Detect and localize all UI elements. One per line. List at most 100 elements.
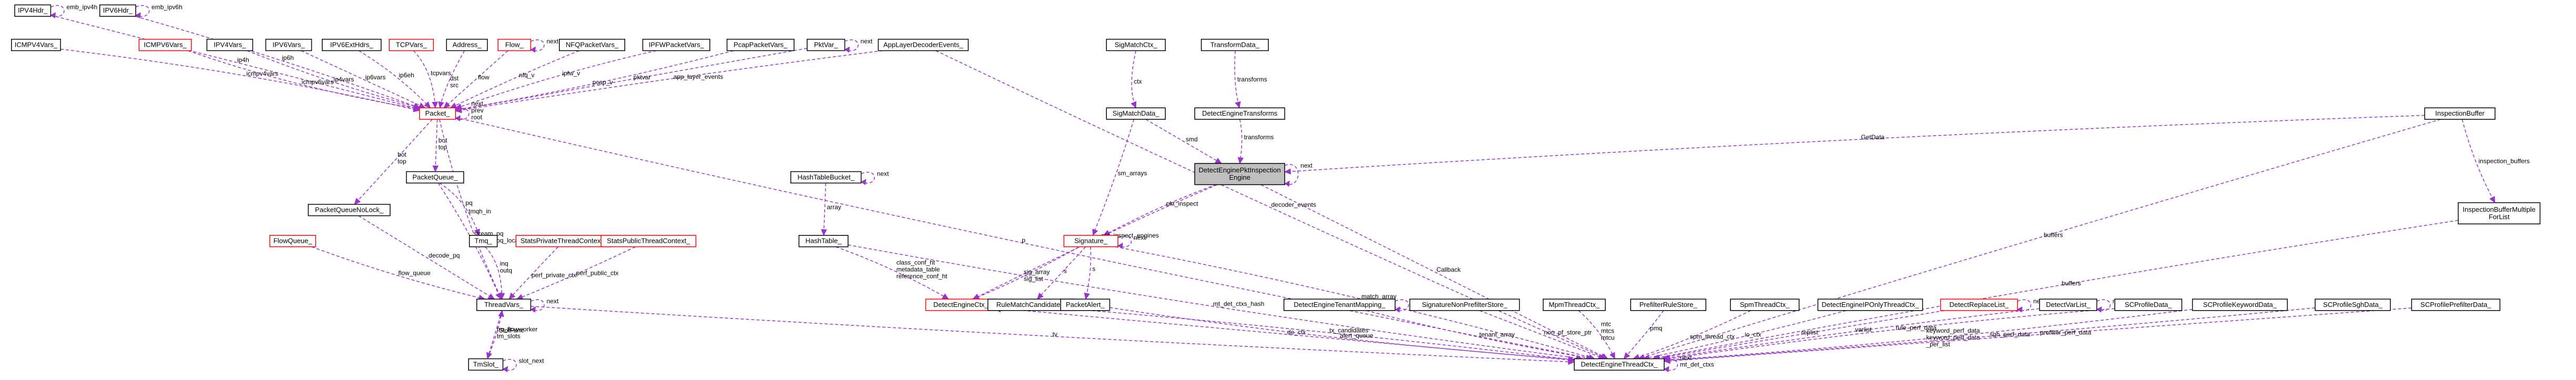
node-pcappacketvars[interactable]: PcapPacketVars_ xyxy=(726,38,795,52)
node-signonprefilter[interactable]: SignatureNonPrefilterStore_ xyxy=(1409,299,1520,311)
node-ipv4hdr[interactable]: IPV4Hdr_ xyxy=(14,4,52,17)
node-transformdata[interactable]: TransformData_ xyxy=(1200,38,1269,52)
node-nfqpacketvars[interactable]: NFQPacketVars_ xyxy=(559,38,625,52)
edge-signature-to-rulematch: s xyxy=(1036,247,1086,300)
node-applayer[interactable]: AppLayerDecoderEvents_ xyxy=(878,38,969,52)
node-hashtablebucket[interactable]: HashTableBucket_ xyxy=(790,171,862,184)
edge-scprofileprefilter-to-threadctx: prefilter_perf_data xyxy=(1663,307,2412,364)
node-varlist[interactable]: DetectVarList_ xyxy=(2039,299,2098,311)
edge-label: replist xyxy=(1801,329,1819,336)
node-rulematch[interactable]: RuleMatchCandidateTx xyxy=(987,299,1077,311)
edge-ipv4vars-to-packet: ip4vars xyxy=(247,50,421,109)
node-icmpv6vars[interactable]: ICMPV6Vars_ xyxy=(138,38,192,52)
node-label: DetectVarList_ xyxy=(2046,301,2091,309)
node-prefilterrulestore[interactable]: PrefilterRuleStore_ xyxy=(1630,299,1706,311)
node-tmq[interactable]: Tmq_ xyxy=(469,235,498,248)
node-label: IPV6ExtHdrs_ xyxy=(330,41,373,49)
node-label: IPV6Hdr_ xyxy=(103,6,133,14)
node-packetalert[interactable]: PacketAlert_ xyxy=(1060,299,1111,311)
node-label: SigMatchCtx_ xyxy=(1115,41,1158,49)
node-mpmthreadctx[interactable]: MpmThreadCtx_ xyxy=(1542,299,1606,311)
node-ipv6vars[interactable]: IPV6Vars_ xyxy=(265,38,312,52)
node-detectenginectx[interactable]: DetectEngineCtx_ xyxy=(925,299,997,311)
node-pktvar[interactable]: PktVar_ xyxy=(807,38,846,52)
node-tcpvars[interactable]: TCPVars_ xyxy=(389,38,434,52)
edge-label: transforms xyxy=(1237,76,1267,83)
edge-sigmatchdata-to-pktinspect: smd xyxy=(1145,119,1223,164)
edge-label: ip4vars xyxy=(334,76,354,83)
node-scprofiledata[interactable]: SCProfileData_ xyxy=(2114,299,2183,311)
node-threadvars[interactable]: ThreadVars_ xyxy=(476,299,532,311)
edge-label: prefilter_perf_data xyxy=(2040,329,2092,336)
node-signature[interactable]: Signature_ xyxy=(1063,235,1118,248)
node-sigmatchdata[interactable]: SigMatchData_ xyxy=(1106,107,1166,120)
node-label: SCProfileSghData_ xyxy=(2323,301,2382,309)
node-label: NFQPacketVars_ xyxy=(566,41,619,49)
node-label: HashTableBucket_ xyxy=(798,173,855,181)
edge-label: ipfw_v xyxy=(562,69,580,77)
edge-label: mt_det_ctxs_hash xyxy=(1213,300,1264,307)
node-ipfwpacketvars[interactable]: IPFWPacketVars_ xyxy=(642,38,710,52)
node-address[interactable]: Address_ xyxy=(446,38,488,52)
edge-label: pcap_v xyxy=(593,79,613,86)
node-hashtable[interactable]: HashTable_ xyxy=(798,235,849,248)
node-scprofilekeyword[interactable]: SCProfileKeywordData_ xyxy=(2192,299,2288,311)
edge-label: icmpv4vars xyxy=(246,70,278,77)
edge-threadvars-to-threadvars: next xyxy=(530,297,559,313)
node-ipv4vars[interactable]: IPV4Vars_ xyxy=(206,38,253,52)
node-tmslot[interactable]: TmSlot_ xyxy=(468,358,504,371)
node-sigmatchctx[interactable]: SigMatchCtx_ xyxy=(1106,38,1166,52)
edge-label: ctx xyxy=(1134,78,1142,85)
edge-label: tx_candidates xyxy=(1329,327,1368,334)
edge-signature-to-signature: next xyxy=(1117,234,1146,249)
node-scprofilesgh[interactable]: SCProfileSghData_ xyxy=(2315,299,2391,311)
node-statsprivate[interactable]: StatsPrivateThreadContext_ xyxy=(515,235,612,248)
node-tenantmapping[interactable]: DetectEngineTenantMapping_ xyxy=(1283,299,1396,311)
node-spmthreadctx[interactable]: SpmThreadCtx_ xyxy=(1730,299,1800,311)
node-label: StatsPublicThreadContext_ xyxy=(607,237,690,245)
node-ipv6exthdrs[interactable]: IPV6ExtHdrs_ xyxy=(322,38,382,52)
node-packet[interactable]: Packet_ xyxy=(419,107,456,120)
node-label: RuleMatchCandidateTx xyxy=(996,301,1068,309)
node-label: DetectEngineThreadCtx_ xyxy=(1581,360,1658,368)
edge-packetalert-to-threadctx: alert_queue xyxy=(1109,307,1575,362)
node-label: Signature_ xyxy=(1074,237,1108,245)
edge-label: app_layer_events xyxy=(674,73,724,80)
node-label: PrefilterRuleStore_ xyxy=(1640,301,1698,309)
node-packetqueue[interactable]: PacketQueue_ xyxy=(406,171,464,184)
node-ipv6hdr[interactable]: IPV6Hdr_ xyxy=(99,4,136,17)
node-icmpv4vars[interactable]: ICMPV4Vars_ xyxy=(11,38,61,52)
edge-sigmatchctx-to-sigmatchdata: ctx xyxy=(1131,50,1142,109)
node-replacelist[interactable]: DetectReplaceList_ xyxy=(1940,299,2018,311)
node-label: TmSlot_ xyxy=(473,360,499,368)
node-statspublic[interactable]: StatsPublicThreadContext_ xyxy=(600,235,697,248)
edge-flow-to-flow: next xyxy=(530,38,559,53)
edge-label: ip6eh xyxy=(399,71,414,79)
edge-packetqueuenolock-to-threadvars: decode_pq xyxy=(358,215,495,300)
edge-statsprivate-to-threadvars: perf_private_ctx xyxy=(508,247,576,300)
node-flowqueue[interactable]: FlowQueue_ xyxy=(269,235,317,248)
edge-label: Callback xyxy=(1437,266,1461,273)
node-packetqueuenolock[interactable]: PacketQueueNoLock_ xyxy=(308,203,391,217)
node-threadctx[interactable]: DetectEngineThreadCtx_ xyxy=(1574,358,1665,371)
node-ipponlythreadctx[interactable]: DetectEngineIPOnlyThreadCtx_ xyxy=(1817,299,1923,311)
node-label: SCProfileKeywordData_ xyxy=(2203,301,2277,309)
edge-signonprefilter-to-threadctx: non_pf_store_ptr xyxy=(1479,310,1605,360)
edge-label: s xyxy=(1092,265,1095,272)
node-inspectionbuffer[interactable]: InspectionBuffer xyxy=(2424,107,2496,120)
node-label: IPFWPacketVars_ xyxy=(649,41,705,49)
node-scprofileprefilter[interactable]: SCProfilePrefilterData_ xyxy=(2411,299,2501,311)
edge-ipv6exthdrs-to-packet: ip6eh xyxy=(358,50,431,109)
node-label: Flow_ xyxy=(505,41,524,49)
edge-label: slot_next xyxy=(518,357,544,365)
node-detecttransforms[interactable]: DetectEngineTransforms xyxy=(1194,107,1286,120)
node-flow[interactable]: Flow_ xyxy=(497,38,532,52)
